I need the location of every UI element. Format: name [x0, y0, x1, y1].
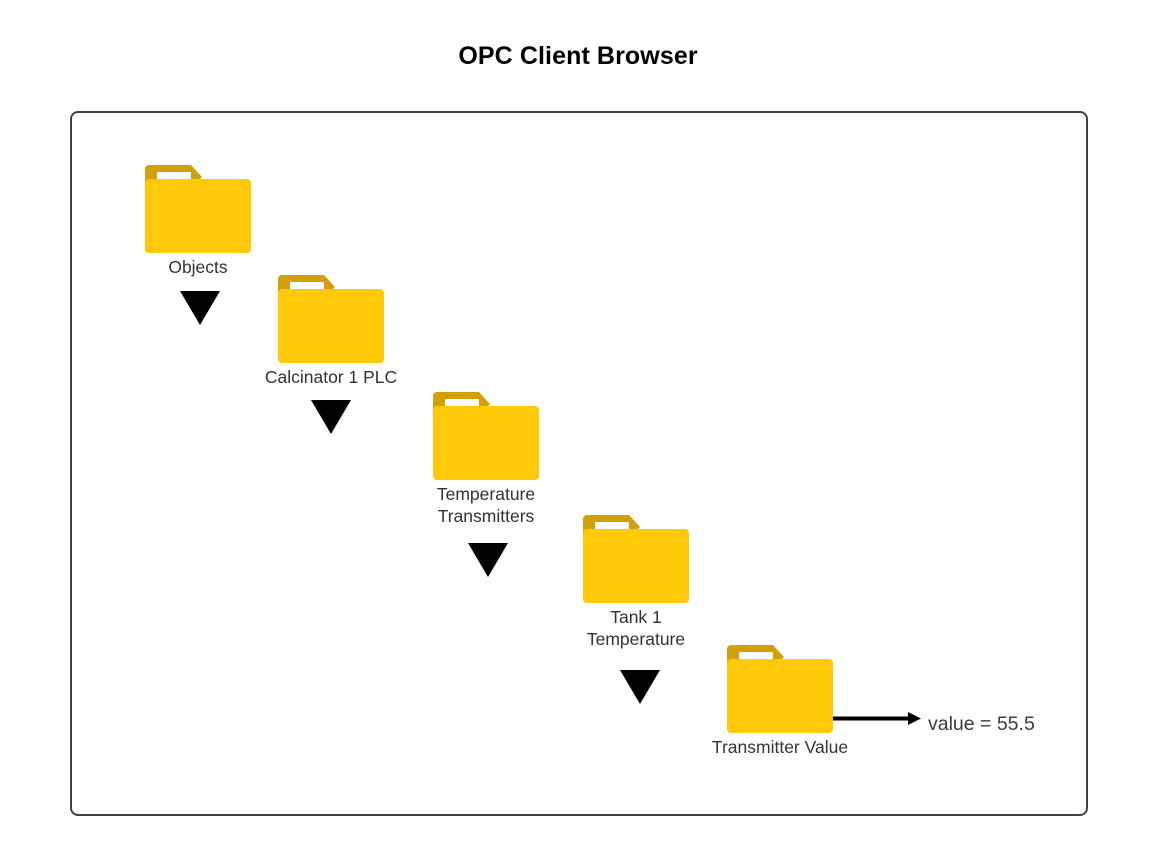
tree-node-tank-1-temperature[interactable]: Tank 1 Temperature [583, 515, 689, 649]
tree-node-objects[interactable]: Objects [145, 165, 251, 277]
folder-icon [583, 515, 689, 603]
folder-icon [433, 392, 539, 480]
triangle-down-icon [620, 670, 660, 704]
tree-node-transmitter-value[interactable]: Transmitter Value [712, 645, 848, 757]
tree-node-label-tank-1-temperature: Tank 1 Temperature [586, 607, 686, 649]
triangle-down-icon [468, 543, 508, 577]
tree-node-temperature-transmitters[interactable]: Temperature Transmitters [433, 392, 539, 526]
folder-icon [145, 165, 251, 253]
tree-node-label-transmitter-value: Transmitter Value [711, 737, 849, 757]
triangle-down-icon [180, 291, 220, 325]
folder-icon [727, 645, 833, 733]
arrow-right-icon [833, 711, 921, 730]
tree-node-label-calcinator-1-plc: Calcinator 1 PLC [264, 367, 398, 387]
transmitter-value-readout: value = 55.5 [928, 713, 1035, 735]
folder-icon [278, 275, 384, 363]
page-title: OPC Client Browser [458, 42, 698, 70]
triangle-down-icon [311, 400, 351, 434]
tree-node-label-objects: Objects [168, 257, 228, 277]
tree-node-calcinator-1-plc[interactable]: Calcinator 1 PLC [265, 275, 397, 387]
tree-node-label-temperature-transmitters: Temperature Transmitters [436, 484, 536, 526]
